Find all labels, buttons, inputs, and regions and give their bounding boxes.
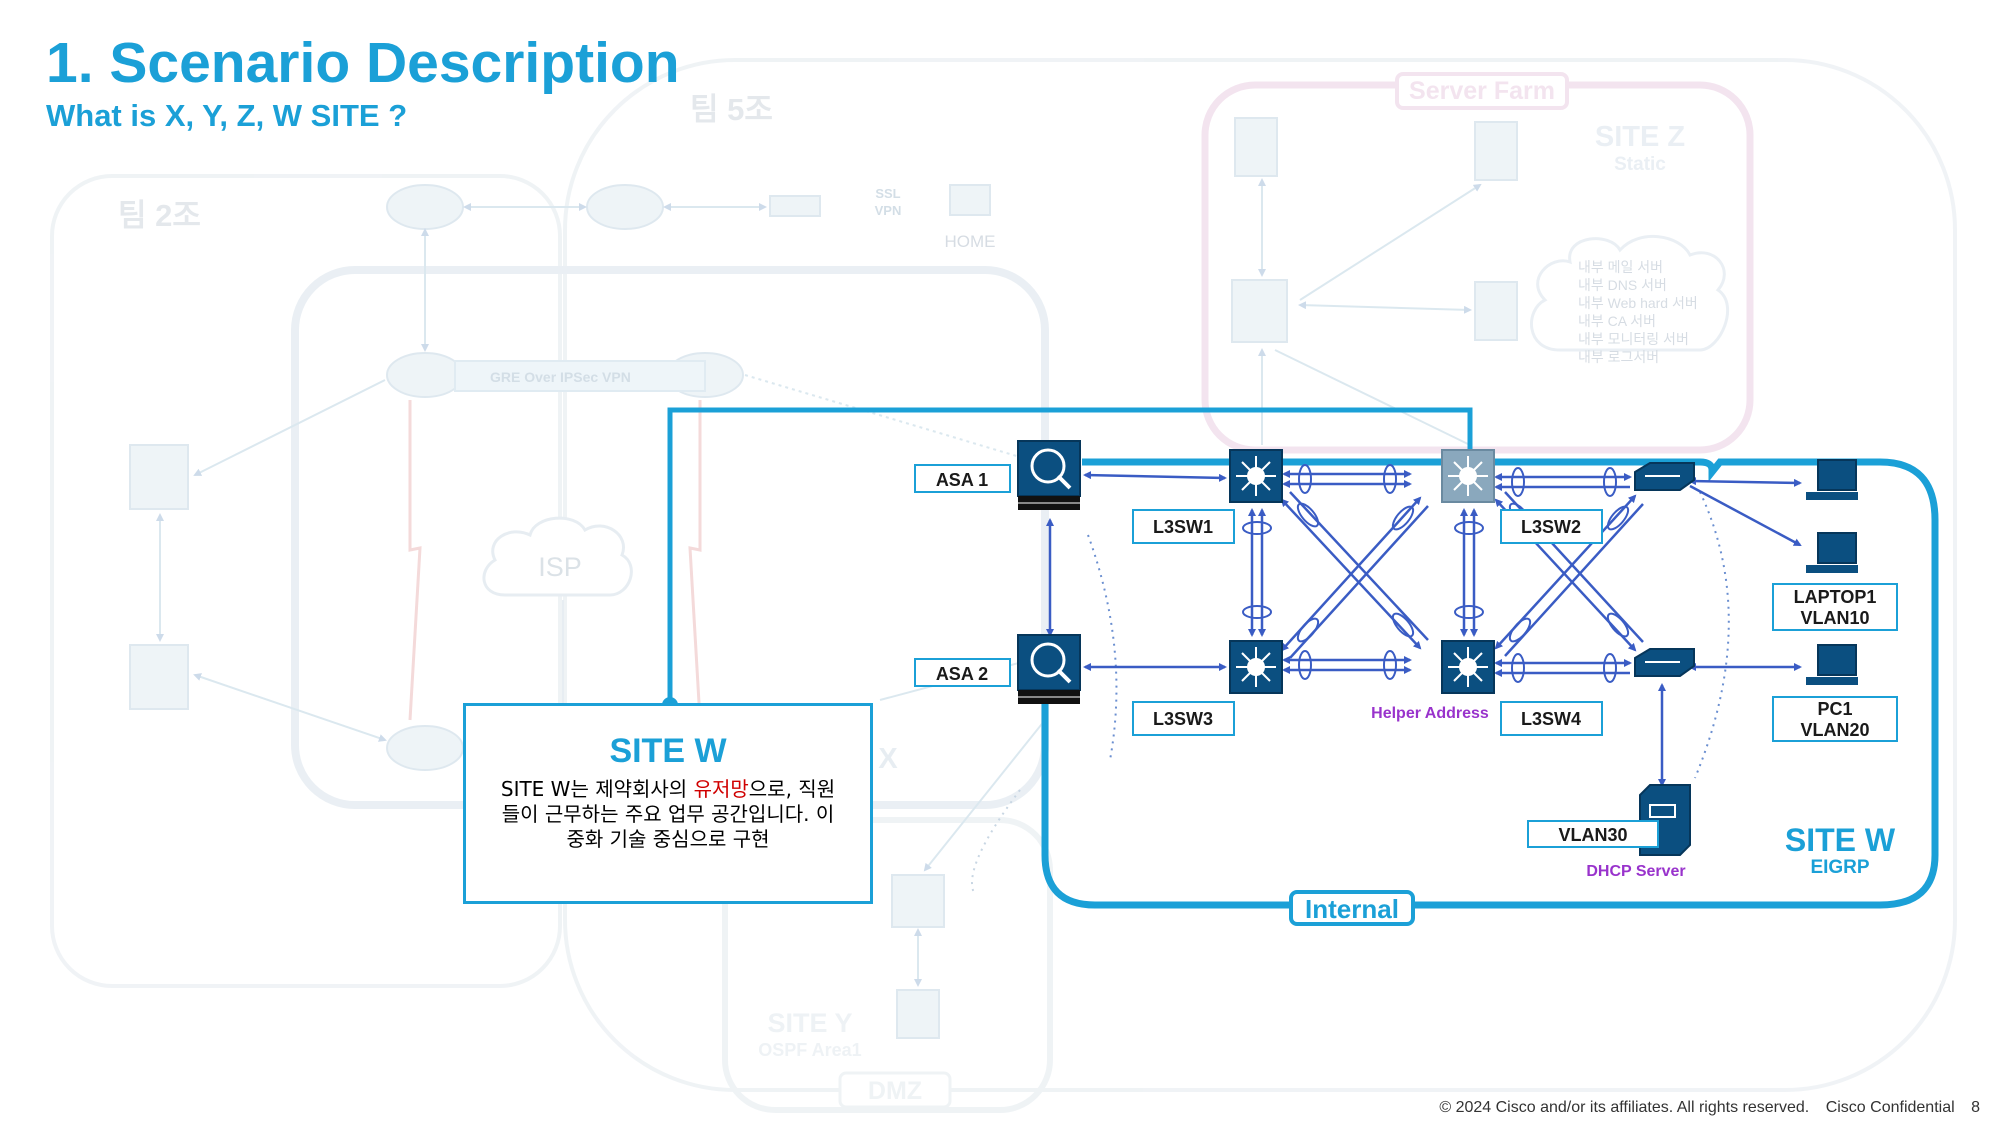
firewall-icon [129, 444, 189, 510]
l3sw2-label: L3SW2 [1521, 517, 1581, 537]
page-title: 1. Scenario Description [46, 31, 680, 95]
server-icon [1474, 121, 1518, 181]
access-switch-bottom[interactable] [1634, 648, 1695, 677]
page-subtitle: What is X, Y, Z, W SITE ? [46, 98, 408, 133]
router-icon [386, 725, 464, 771]
router-icon [386, 352, 464, 398]
pc1-vlan: VLAN20 [1800, 720, 1869, 740]
asa1-label-box [914, 464, 1011, 493]
footer: © 2024 Cisco and/or its affiliates. All … [1427, 1099, 1980, 1117]
internal-tag [1289, 890, 1415, 926]
laptop1-label: LAPTOP1 [1794, 587, 1877, 607]
dhcp-dotted-link [1694, 491, 1730, 779]
asa-dotted-link [1087, 534, 1118, 761]
callout-connector [667, 407, 1473, 705]
l3sw2-switch[interactable] [1441, 449, 1495, 503]
l3sw1-label-box [1132, 509, 1235, 544]
faded-background: 팀 2조 팀 5조 Server Farm SITE Z Static 내부 메… [50, 58, 1957, 1113]
l3sw2-label-box [1500, 509, 1603, 544]
copyright: © 2024 Cisco and/or its affiliates. All … [1439, 1099, 1810, 1116]
server-ca: 내부 CA 서버 [1578, 313, 1656, 329]
dhcp-server-label: DHCP Server [1586, 863, 1685, 880]
server-icon [896, 989, 940, 1039]
server-icon [1234, 117, 1278, 177]
site-w-routing: EIGRP [1810, 857, 1869, 878]
internal-label: Internal [1305, 894, 1399, 924]
gre-label: GRE Over IPSec VPN [490, 369, 631, 385]
asa2-firewall[interactable] [1017, 634, 1081, 704]
page-number: 8 [1971, 1099, 1980, 1116]
laptop1-label-box [1772, 583, 1898, 631]
asa2-label-box [914, 658, 1011, 687]
home-pc-icon [949, 184, 991, 216]
callout-text-part1: SITE W는 제약회사의 [500, 777, 694, 801]
home-label: HOME [945, 232, 996, 251]
ssl-label-1: SSL [875, 186, 900, 201]
l3sw4-label-box [1500, 701, 1603, 736]
router-icon [586, 184, 664, 230]
site-y-boundary [722, 817, 1053, 1113]
vlan30-label-box [1527, 820, 1659, 848]
site-y-label: SITE Y [767, 1008, 852, 1038]
asa2-label: ASA 2 [936, 664, 988, 684]
l3sw3-label: L3SW3 [1153, 709, 1213, 729]
server-mail: 내부 메일 서버 [1578, 259, 1663, 275]
site-z-routing: Static [1614, 154, 1666, 175]
switch-icon [891, 874, 945, 928]
l3sw3-label-box [1132, 701, 1235, 736]
l3sw1-label: L3SW1 [1153, 517, 1213, 537]
l3sw4-switch[interactable] [1441, 640, 1495, 694]
server-monitor: 내부 모니터링 서버 [1578, 331, 1689, 347]
firewall-icon [1231, 279, 1288, 343]
laptop1-vlan: VLAN10 [1800, 608, 1869, 628]
team2-label: 팀 2조 [118, 198, 201, 233]
helper-address-label: Helper Address [1371, 705, 1489, 722]
pc1-label-box [1772, 696, 1898, 742]
team5-label: 팀 5조 [690, 92, 773, 127]
pc1-label: PC1 [1817, 699, 1852, 719]
callout-title: SITE W [609, 732, 727, 770]
asa1-label: ASA 1 [936, 470, 988, 490]
serial-link-left [408, 400, 422, 721]
firewall-icon [129, 644, 189, 710]
callout-text-part2: 으로, 직원들이 근무하는 주요 업무 공간입니다. 이중화 기술 중심으로 구… [501, 777, 836, 851]
site-w-label: SITE W [1785, 822, 1896, 858]
dmz-dotted-link [971, 789, 1021, 896]
server-icon [1474, 281, 1518, 341]
server-webhard: 내부 Web hard 서버 [1578, 295, 1698, 311]
isp-label: ISP [538, 552, 582, 582]
pc1-icon[interactable] [1806, 644, 1858, 685]
internal-boundary [1041, 458, 1939, 909]
server-list-cloud [1530, 234, 1730, 352]
ssl-vpn-device-icon [769, 195, 821, 217]
server-farm-tag [1395, 72, 1569, 110]
isp-cloud [482, 516, 633, 597]
l3sw3-switch[interactable] [1229, 640, 1283, 694]
server-dns: 내부 DNS 서버 [1578, 277, 1667, 293]
site-z-label: SITE Z [1595, 121, 1685, 153]
vlan30-label: VLAN30 [1558, 825, 1627, 845]
confidential: Cisco Confidential [1825, 1099, 1955, 1116]
l3sw4-label: L3SW4 [1521, 709, 1581, 729]
callout-highlight: 유저망 [693, 777, 749, 801]
access-switch-top[interactable] [1634, 462, 1695, 491]
asa1-firewall[interactable] [1017, 440, 1081, 510]
site-w-callout: SITE W SITE W는 제약회사의 유저망으로, 직원들이 근무하는 주요… [463, 703, 873, 904]
dmz-tag [838, 1071, 952, 1109]
server-farm-label: Server Farm [1409, 77, 1555, 105]
serial-link-right [688, 400, 702, 721]
ssl-label-2: VPN [875, 203, 902, 218]
server-log: 내부 로그서버 [1578, 349, 1659, 365]
gre-tunnel [454, 360, 706, 392]
callout-text: SITE W는 제약회사의 유저망으로, 직원들이 근무하는 주요 업무 공간입… [496, 777, 840, 852]
l3sw1-switch[interactable] [1229, 449, 1283, 503]
site-x-label: X [878, 743, 898, 775]
dmz-label: DMZ [868, 1077, 922, 1105]
site-y-routing: OSPF Area1 [758, 1040, 861, 1060]
router-icon [386, 184, 464, 230]
pc-top-icon[interactable] [1806, 459, 1858, 500]
laptop1-icon[interactable] [1806, 532, 1858, 573]
